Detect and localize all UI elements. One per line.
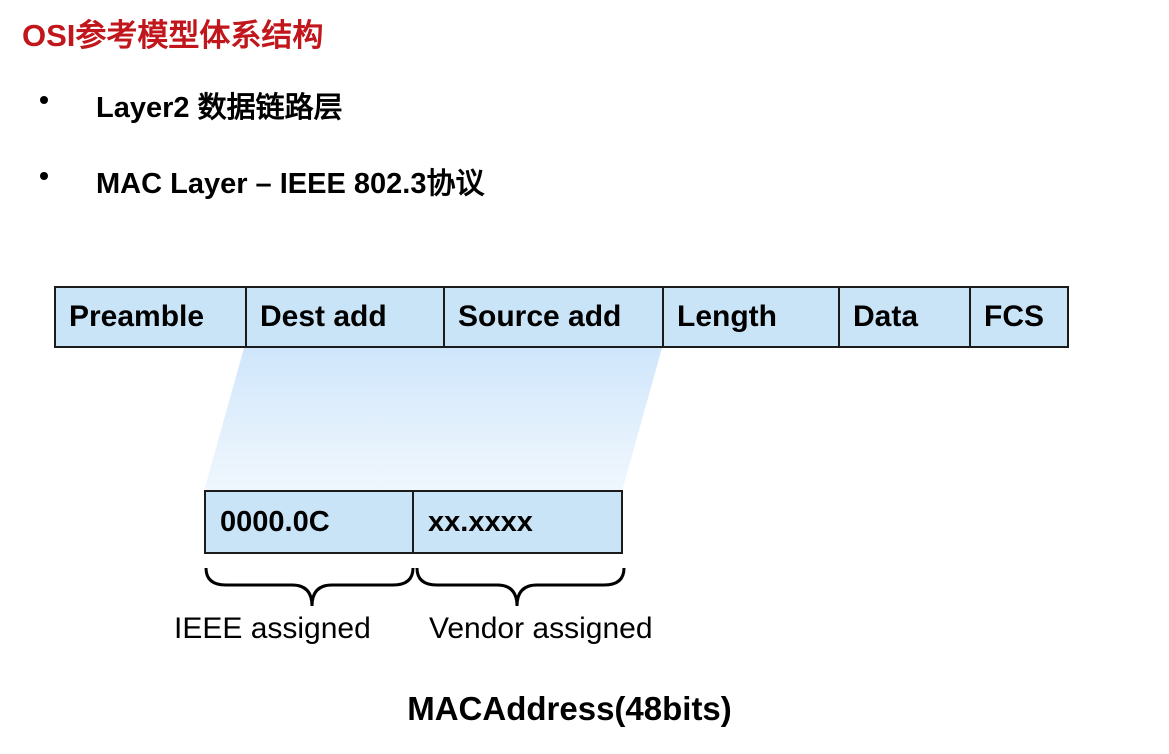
- bullet-dot-icon: [40, 172, 48, 180]
- slide-title: OSI参考模型体系结构: [22, 18, 324, 53]
- frame-field-dest-add: Dest add: [247, 288, 445, 346]
- bullet-dot-icon: [40, 96, 48, 104]
- frame-field-length: Length: [664, 288, 840, 346]
- frame-field-fcs: FCS: [984, 300, 1044, 333]
- frame-field-preamble: Preamble: [56, 288, 247, 346]
- brace-vendor-icon: [415, 567, 626, 607]
- bullet-text: MAC Layer – IEEE 802.3协议: [96, 168, 485, 200]
- zoom-funnel-shape: [204, 348, 662, 491]
- frame-field-source-add: Source add: [445, 288, 664, 346]
- frame-field-data: Data: [840, 288, 971, 346]
- mac-address-row: 0000.0C xx.xxxx: [204, 490, 623, 554]
- mac-field-oui: 0000.0C: [206, 492, 414, 552]
- ethernet-frame-row: Preamble Dest add Source add Length Data…: [54, 286, 1069, 348]
- mac-field-vendor: xx.xxxx: [428, 505, 533, 538]
- brace-ieee-icon: [204, 567, 415, 607]
- label-ieee-assigned: IEEE assigned: [174, 612, 371, 645]
- mac-address-caption: MACAddress(48bits): [407, 690, 732, 727]
- bullet-text: Layer2 数据链路层: [96, 92, 343, 124]
- label-vendor-assigned: Vendor assigned: [429, 612, 653, 645]
